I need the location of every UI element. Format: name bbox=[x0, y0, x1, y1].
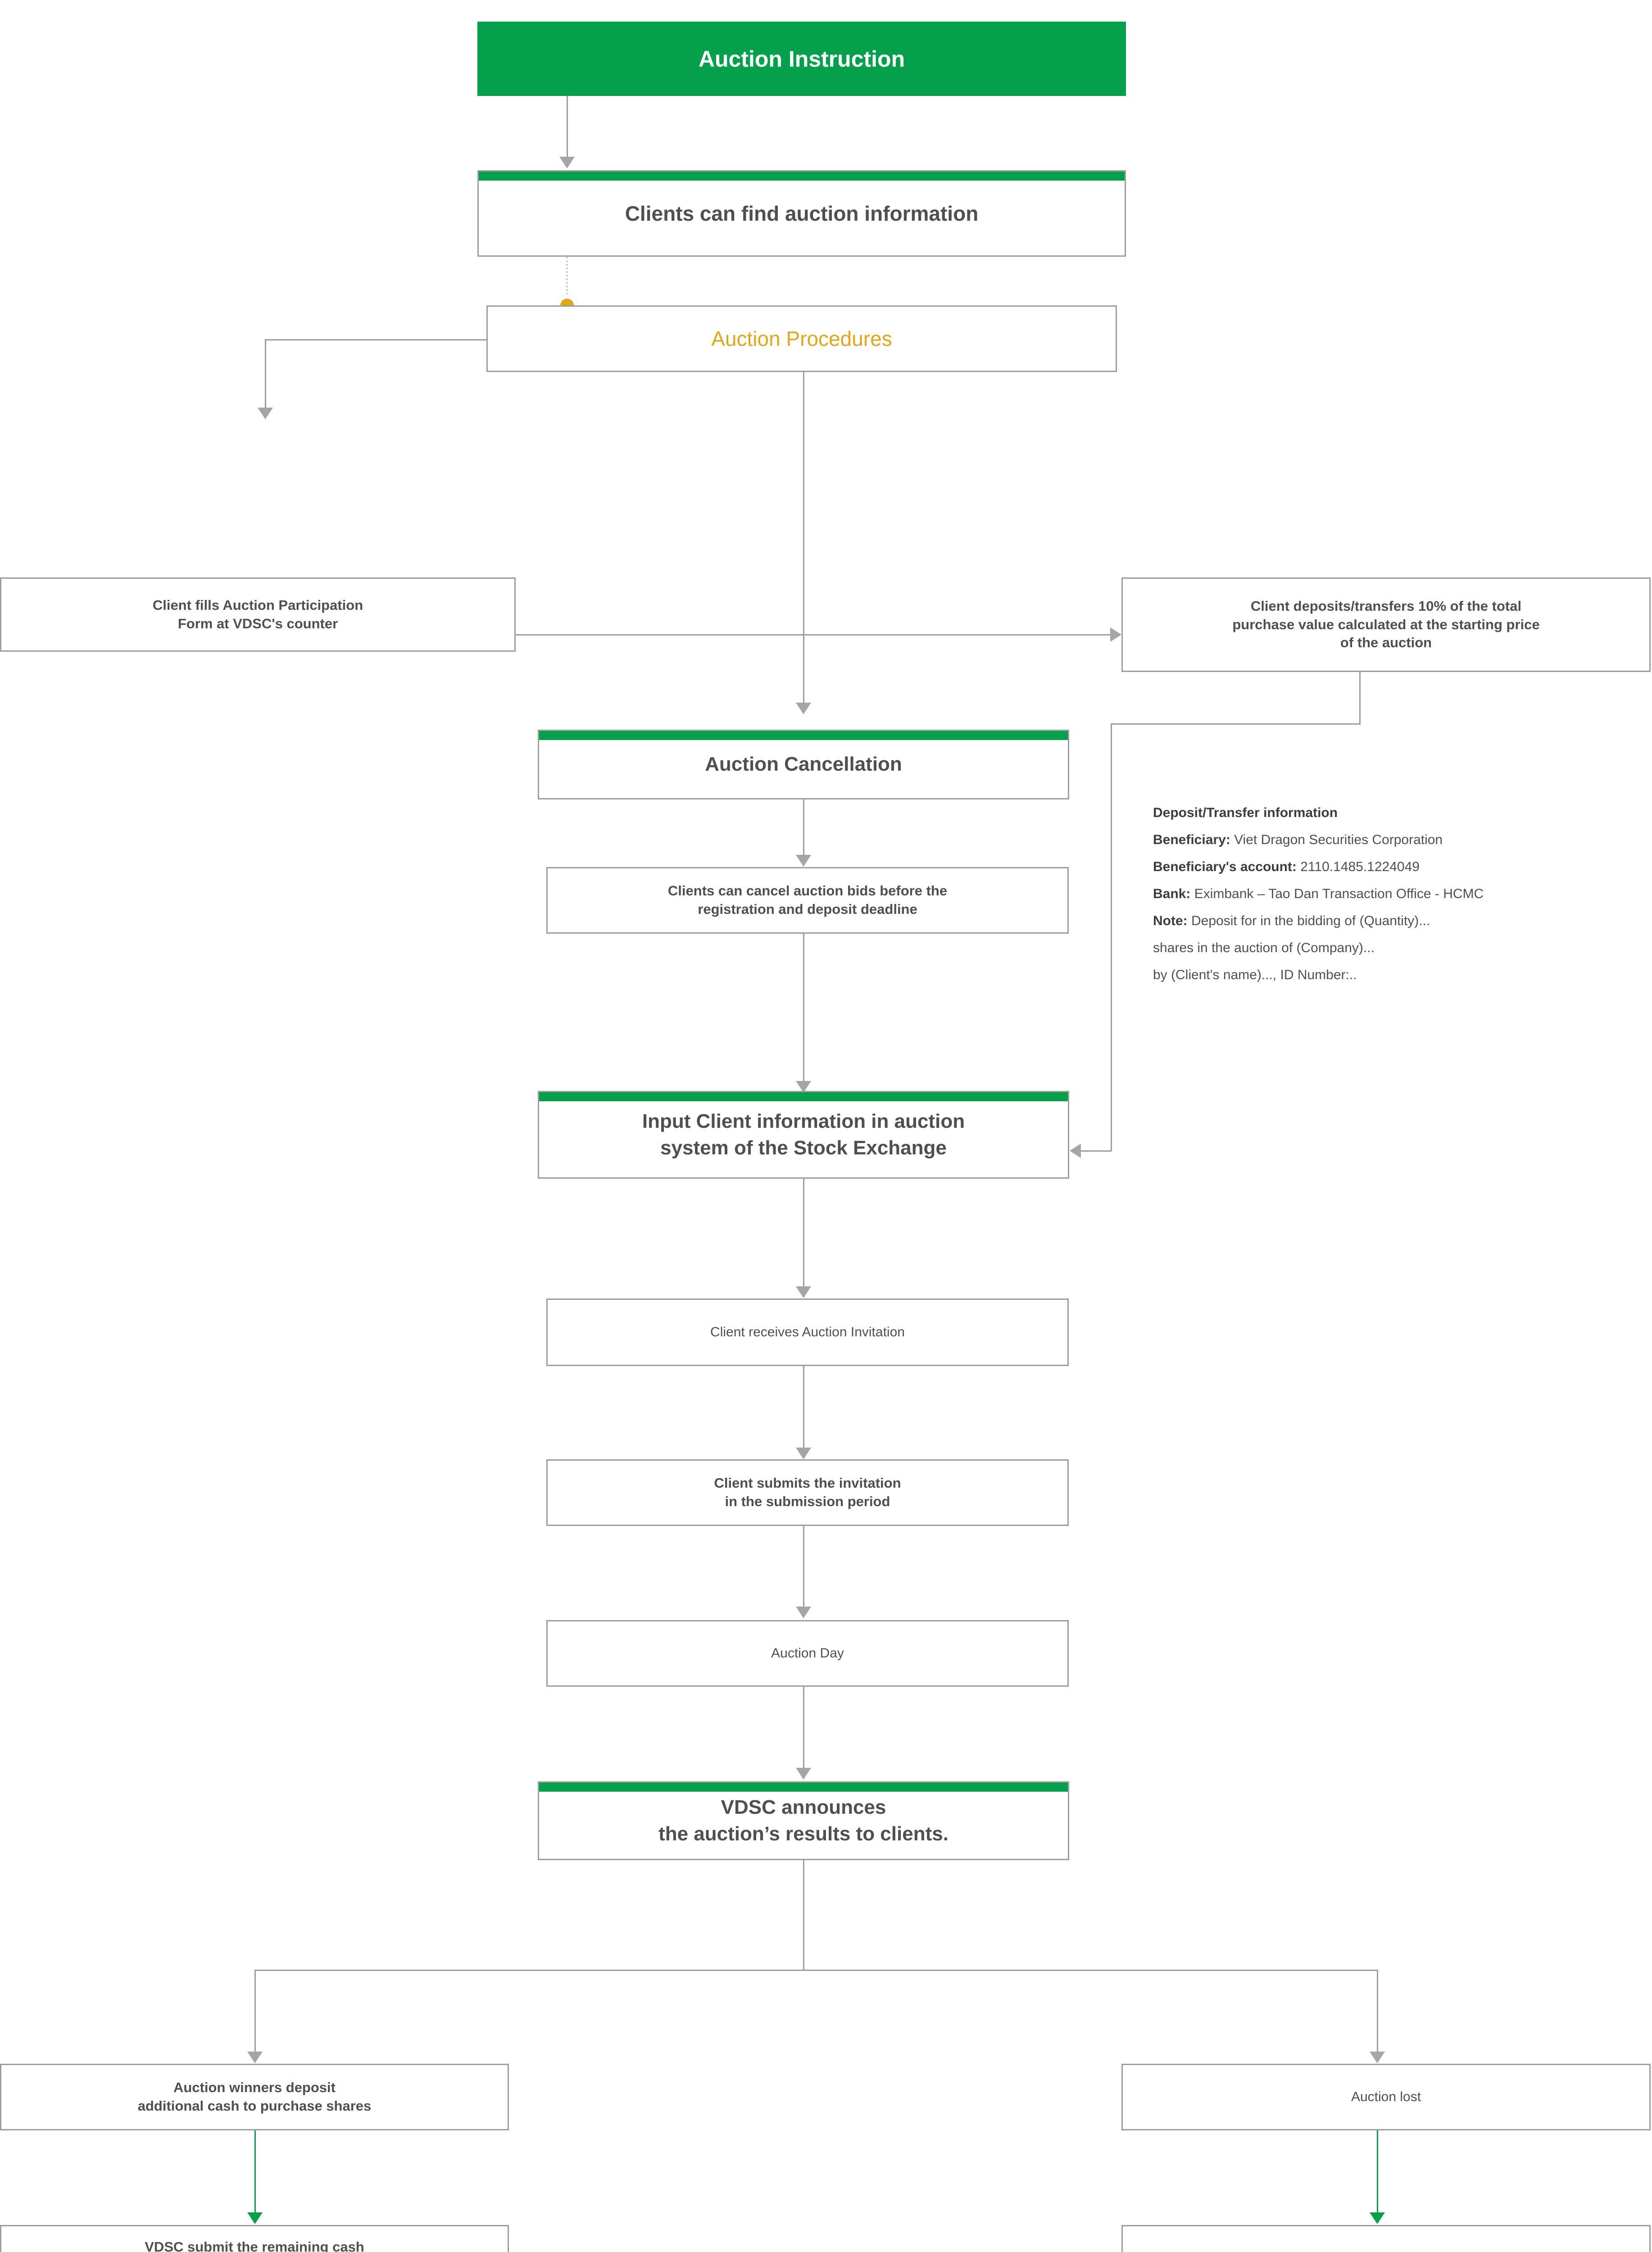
connector-form-to-deposit bbox=[516, 634, 1110, 636]
node-vdsc-submit-remaining-cash-label: VDSC submit the remaining cash in accord… bbox=[145, 2238, 364, 2252]
node-find-auction-information[interactable]: Clients can find auction information bbox=[477, 170, 1126, 257]
arrowhead-down-auctionlost bbox=[1370, 2052, 1385, 2063]
connector-auctionlost-to-refunds bbox=[1377, 2130, 1378, 2214]
connector-procedures-left-vertical bbox=[265, 339, 266, 409]
connector-winners-to-submitcash bbox=[254, 2130, 256, 2214]
arrowhead-down-fillform bbox=[258, 408, 273, 419]
connector-split-horizontal bbox=[254, 1970, 1378, 1971]
info-bank-value: Eximbank – Tao Dan Transaction Office - … bbox=[1194, 886, 1484, 901]
connector-procedures-left-horizontal bbox=[265, 339, 488, 341]
node-vdsc-announces-results[interactable]: VDSC announces the auction’s results to … bbox=[538, 1781, 1069, 1860]
connector-deposit-into-input bbox=[1081, 1150, 1112, 1152]
node-auction-lost[interactable]: Auction lost bbox=[1121, 2064, 1651, 2130]
arrowhead-down-refunds bbox=[1370, 2212, 1385, 2224]
connector-cancellation-to-cancelbids bbox=[803, 799, 804, 856]
info-note-label: Note: bbox=[1153, 913, 1188, 928]
info-note: Note: Deposit for in the bidding of (Qua… bbox=[1153, 914, 1648, 928]
info-note-line3-text: by (Client's name)..., ID Number:.. bbox=[1153, 967, 1357, 982]
node-cancel-auction-bids-label: Clients can cancel auction bids before t… bbox=[667, 883, 948, 917]
node-submits-invitation[interactable]: Client submits the invitation in the sub… bbox=[546, 1459, 1069, 1526]
info-note-line2: shares in the auction of (Company)... bbox=[1153, 941, 1648, 955]
arrowhead-down-submits bbox=[796, 1448, 811, 1459]
node-cancel-auction-bids[interactable]: Clients can cancel auction bids before t… bbox=[546, 867, 1069, 934]
node-deposit-ten-percent-label: Client deposits/transfers 10% of the tot… bbox=[1232, 598, 1540, 651]
deposit-transfer-info-panel: Deposit/Transfer information Beneficiary… bbox=[1153, 806, 1648, 982]
connector-deposit-left bbox=[1111, 723, 1361, 725]
node-auction-procedures-label: Auction Procedures bbox=[711, 327, 892, 350]
node-auction-instruction-label: Auction Instruction bbox=[698, 46, 905, 72]
node-auction-winners-deposit-label: Auction winners deposit additional cash … bbox=[137, 2079, 372, 2114]
info-account-value: 2110.1485.1224049 bbox=[1300, 859, 1420, 874]
info-note-line3: by (Client's name)..., ID Number:.. bbox=[1153, 968, 1648, 982]
info-beneficiary: Beneficiary: Viet Dragon Securities Corp… bbox=[1153, 833, 1648, 847]
node-input-client-information[interactable]: Input Client information in auction syst… bbox=[538, 1091, 1069, 1179]
node-vdsc-submit-remaining-cash[interactable]: VDSC submit the remaining cash in accord… bbox=[0, 2225, 509, 2252]
arrowhead-down-submitcash bbox=[247, 2212, 263, 2224]
connector-procedures-to-cancellation bbox=[803, 372, 804, 704]
node-auction-procedures[interactable]: Auction Procedures bbox=[486, 305, 1117, 372]
connector-announce-down bbox=[803, 1860, 804, 1970]
info-bank-label: Bank: bbox=[1153, 886, 1191, 901]
connector-deposit-down-1 bbox=[1359, 672, 1361, 725]
arrowhead-down-announce bbox=[796, 1768, 811, 1780]
connector-submits-to-auctionday bbox=[803, 1526, 804, 1608]
connector-invitation-to-submits bbox=[803, 1366, 804, 1449]
node-auction-cancellation[interactable]: Auction Cancellation bbox=[538, 730, 1069, 799]
arrowhead-down-input-client-info bbox=[796, 1081, 811, 1093]
node-submits-invitation-label: Client submits the invitation in the sub… bbox=[714, 1475, 901, 1509]
node-input-client-information-label: Input Client information in auction syst… bbox=[642, 1110, 965, 1159]
arrowhead-down-auctionday bbox=[796, 1607, 811, 1618]
node-receives-auction-invitation[interactable]: Client receives Auction Invitation bbox=[546, 1299, 1069, 1366]
node-auction-cancellation-label: Auction Cancellation bbox=[705, 753, 902, 776]
info-note-line2-text: shares in the auction of (Company)... bbox=[1153, 940, 1375, 955]
arrowhead-down-cancellation bbox=[796, 703, 811, 714]
node-find-auction-information-label: Clients can find auction information bbox=[625, 201, 979, 225]
arrowhead-left-input-client-info bbox=[1070, 1144, 1081, 1158]
node-fill-participation-form-label: Client fills Auction Participation Form … bbox=[152, 597, 363, 631]
info-account: Beneficiary's account: 2110.1485.1224049 bbox=[1153, 860, 1648, 874]
connector-auctionday-to-announce bbox=[803, 1687, 804, 1769]
connector-split-right-down bbox=[1377, 1970, 1378, 2053]
node-receives-auction-invitation-label: Client receives Auction Invitation bbox=[710, 1325, 905, 1340]
info-heading-text: Deposit/Transfer information bbox=[1153, 805, 1338, 820]
connector-split-left-down bbox=[254, 1970, 256, 2053]
node-auction-winners-deposit[interactable]: Auction winners deposit additional cash … bbox=[0, 2064, 509, 2130]
node-auction-lost-label: Auction lost bbox=[1351, 2089, 1421, 2105]
arrowhead-down-cancelbids bbox=[796, 855, 811, 867]
node-vdsc-announces-results-label: VDSC announces the auction’s results to … bbox=[658, 1796, 949, 1845]
node-auction-instruction[interactable]: Auction Instruction bbox=[477, 22, 1126, 96]
node-auction-day[interactable]: Auction Day bbox=[546, 1620, 1069, 1687]
info-beneficiary-label: Beneficiary: bbox=[1153, 832, 1230, 847]
info-heading: Deposit/Transfer information bbox=[1153, 806, 1648, 820]
arrowhead-down-findinfo bbox=[559, 157, 575, 168]
connector-input-to-invitation bbox=[803, 1179, 804, 1288]
info-beneficiary-value: Viet Dragon Securities Corporation bbox=[1234, 832, 1443, 847]
info-note-value: Deposit for in the bidding of (Quantity)… bbox=[1191, 913, 1430, 928]
arrowhead-down-invitation bbox=[796, 1286, 811, 1298]
connector-instruction-to-findinfo bbox=[567, 96, 568, 158]
arrowhead-right-deposit bbox=[1110, 627, 1121, 642]
arrowhead-down-winners bbox=[247, 2052, 263, 2063]
node-vdsc-refunds-deposit-label: VDSC refunds all deposit to Client bbox=[1133, 2249, 1639, 2252]
node-auction-day-label: Auction Day bbox=[771, 1646, 844, 1661]
connector-dotted-findinfo-to-procedures bbox=[566, 257, 568, 302]
info-bank: Bank: Eximbank – Tao Dan Transaction Off… bbox=[1153, 887, 1648, 901]
connector-cancelbids-to-input bbox=[803, 934, 804, 1082]
node-vdsc-refunds-deposit[interactable]: VDSC refunds all deposit to Client bbox=[1121, 2225, 1651, 2252]
node-deposit-ten-percent[interactable]: Client deposits/transfers 10% of the tot… bbox=[1121, 577, 1651, 672]
info-account-label: Beneficiary's account: bbox=[1153, 859, 1297, 874]
node-fill-participation-form[interactable]: Client fills Auction Participation Form … bbox=[0, 577, 516, 652]
connector-deposit-down-2 bbox=[1111, 723, 1112, 1151]
